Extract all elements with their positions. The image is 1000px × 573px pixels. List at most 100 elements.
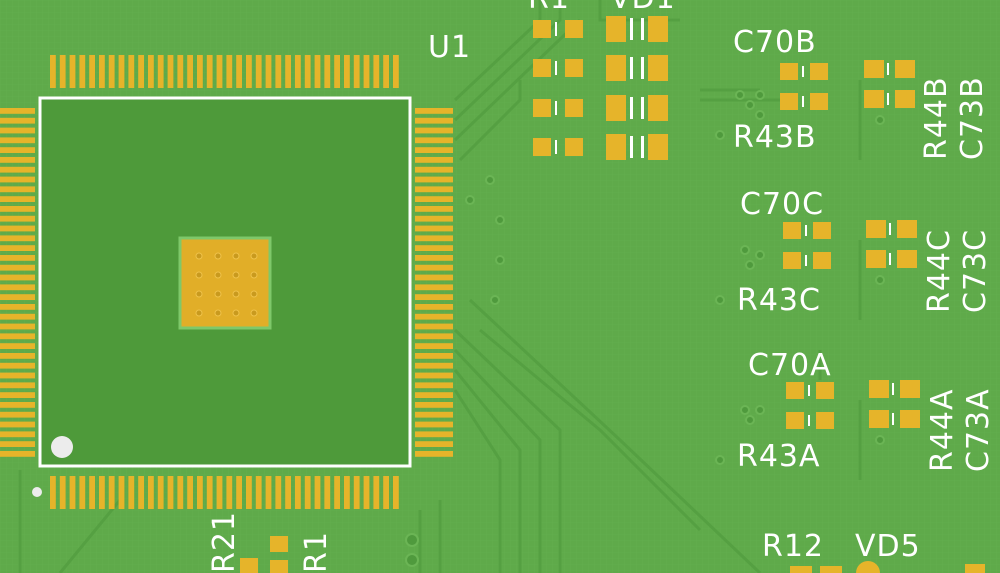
- chip-pin-pad: [363, 476, 370, 509]
- chip-pin-pad: [0, 215, 35, 222]
- chip-pin-pad: [0, 147, 35, 153]
- pin1-marker: [51, 436, 73, 458]
- chip-pin-pad: [236, 476, 242, 509]
- chip-pin-pad: [415, 431, 453, 438]
- chip-pin-pad: [216, 55, 223, 88]
- chip-pin-pad: [99, 55, 105, 88]
- chip-pin-pad: [0, 304, 35, 310]
- chip-pin-pad: [415, 127, 453, 134]
- chip-pin-pad: [415, 225, 453, 232]
- chip-pin-pad: [255, 476, 262, 509]
- chip-pin-pad: [0, 441, 35, 447]
- chip-pin-pad: [0, 382, 35, 389]
- chip-pin-pad: [415, 215, 453, 222]
- chip-pads-right: [415, 108, 453, 457]
- chip-pin-pad: [415, 274, 453, 281]
- chip-pin-pad: [415, 294, 453, 300]
- smd-pads-group-b: [780, 60, 915, 110]
- chip-pin-pad: [415, 137, 453, 144]
- chip-pin-pad: [383, 476, 389, 509]
- chip-pin-pad: [0, 206, 35, 212]
- chip-pin-pad: [59, 55, 66, 88]
- chip-pin-pad: [79, 55, 86, 88]
- chip-pin-pad: [415, 147, 453, 153]
- chip-pin-pad: [295, 476, 301, 509]
- label-top-right: VD1: [610, 0, 676, 16]
- chip-pin-pad: [415, 117, 453, 124]
- chip-pin-pad: [415, 206, 453, 212]
- smd-pads-r1-vd1: [533, 16, 668, 160]
- chip-pin-pad: [415, 353, 453, 359]
- label-r43b: R43B: [733, 120, 817, 155]
- chip-pin-pad: [0, 196, 35, 202]
- chip-pin-pad: [0, 108, 35, 114]
- chip-pin-pad: [415, 411, 453, 418]
- chip-pin-pad: [383, 55, 389, 88]
- chip-pin-pad: [0, 431, 35, 438]
- chip-pin-pad: [324, 55, 331, 88]
- label-r1: R1: [299, 531, 334, 573]
- chip-pin-pad: [415, 245, 453, 251]
- chip-pin-pad: [353, 476, 360, 509]
- chip-pin-pad: [415, 402, 453, 408]
- chip-pin-pad: [285, 476, 291, 509]
- chip-pin-pad: [304, 55, 311, 88]
- label-c70a: C70A: [748, 348, 832, 383]
- chip-pin-pad: [415, 108, 453, 114]
- chip-pin-pad: [415, 343, 453, 349]
- chip-pin-pad: [128, 55, 135, 88]
- chip-pin-pad: [69, 55, 76, 88]
- chip-outline: [38, 96, 412, 468]
- chip-pads-top: [50, 55, 399, 88]
- chip-pin-pad: [148, 55, 154, 88]
- chip-pin-pad: [128, 476, 135, 509]
- label-r43a: R43A: [737, 439, 821, 474]
- chip-pin-pad: [50, 476, 56, 509]
- chip-pin-pad: [415, 235, 453, 242]
- chip-pin-pad: [206, 476, 213, 509]
- chip-pin-pad: [295, 55, 301, 88]
- chip-pin-pad: [148, 476, 154, 509]
- chip-pads-left: [0, 108, 35, 457]
- chip-pin-pad: [0, 353, 35, 359]
- chip-pin-pad: [334, 476, 340, 509]
- chip-pin-pad: [0, 421, 35, 428]
- chip-pin-pad: [138, 476, 144, 509]
- chip-pin-pad: [415, 255, 453, 261]
- smd-pad-markings: [555, 18, 644, 158]
- chip-pin-pad: [0, 451, 35, 457]
- chip-pin-pad: [0, 333, 35, 340]
- chip-pin-pad: [415, 451, 453, 457]
- chip-pin-pad: [177, 55, 184, 88]
- chip-pin-pad: [373, 476, 380, 509]
- chip-pads-bottom: [50, 476, 399, 509]
- label-r44a: R44A: [925, 388, 960, 472]
- label-r44c: R44C: [922, 229, 957, 313]
- chip-pin-pad: [108, 476, 115, 509]
- chip-pin-pad: [415, 333, 453, 340]
- chip-pin-pad: [0, 411, 35, 418]
- chip-pin-pad: [0, 343, 35, 349]
- chip-pin-pad: [0, 166, 35, 173]
- chip-pin-pad: [187, 55, 193, 88]
- chip-pin-pad: [415, 176, 453, 183]
- smd-pads-bottom: [240, 536, 985, 573]
- label-r12: R12: [762, 529, 824, 564]
- thermal-vias: [195, 252, 258, 317]
- chip-pin-pad: [314, 476, 321, 509]
- label-c70c: C70C: [740, 187, 824, 222]
- chip-pin-pad: [0, 245, 35, 251]
- label-r44b: R44B: [919, 76, 954, 160]
- chip-pin-pad: [0, 372, 35, 379]
- chip-pin-pad: [0, 264, 35, 271]
- chip-pin-pad: [0, 294, 35, 300]
- chip-pin-pad: [108, 55, 115, 88]
- chip-pin-pad: [236, 55, 242, 88]
- chip-pin-pad: [415, 284, 453, 291]
- chip-pin-pad: [89, 55, 95, 88]
- chip-pin-pad: [415, 186, 453, 193]
- label-r43c: R43C: [737, 283, 821, 318]
- chip-pin-pad: [99, 476, 105, 509]
- label-c73b: C73B: [955, 76, 990, 160]
